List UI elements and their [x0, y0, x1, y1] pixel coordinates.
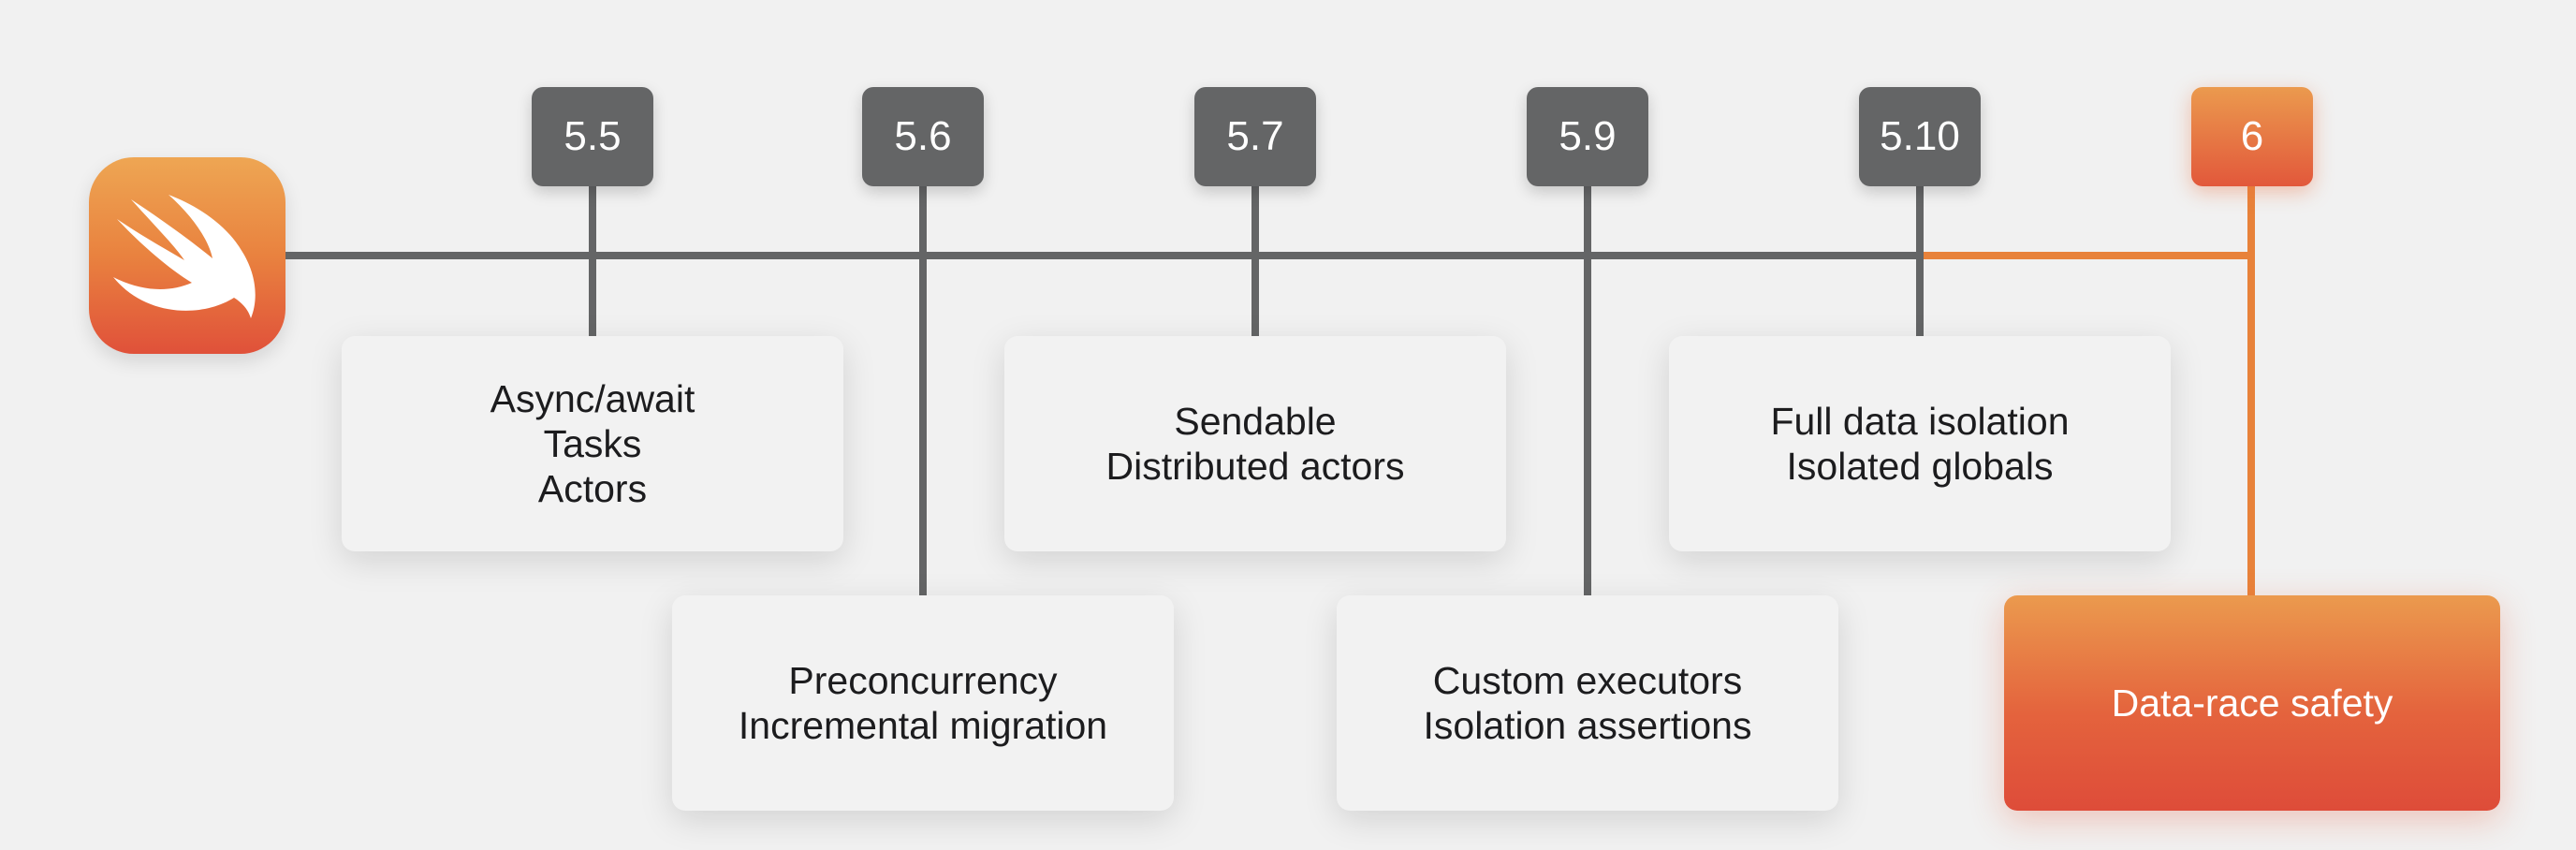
timeline-highlight-line [1920, 252, 2255, 259]
feature-line: Data-race safety [2111, 681, 2393, 725]
connector-6 [2247, 186, 2255, 595]
version-badge-5-9: 5.9 [1527, 87, 1648, 186]
swift-logo-icon [89, 157, 285, 354]
feature-line: Async/await [490, 377, 695, 420]
feature-line: Incremental migration [738, 704, 1108, 747]
feature-line: Custom executors [1432, 659, 1743, 702]
connector-5-6 [919, 186, 927, 595]
connector-5-5 [589, 186, 596, 336]
feature-line: Isolation assertions [1423, 704, 1752, 747]
feature-line: Tasks [543, 422, 642, 465]
feature-line: Preconcurrency [788, 659, 1058, 702]
feature-line: Actors [537, 467, 648, 510]
version-badge-5-5: 5.5 [532, 87, 653, 186]
version-badge-6: 6 [2191, 87, 2313, 186]
feature-line: Isolated globals [1786, 445, 2054, 488]
connector-5-10 [1916, 186, 1924, 336]
feature-card-5-5: Async/await Tasks Actors [342, 336, 843, 551]
version-badge-5-6: 5.6 [862, 87, 984, 186]
feature-card-5-7: Sendable Distributed actors [1004, 336, 1506, 551]
feature-card-6: Data-race safety [2004, 595, 2500, 811]
feature-card-5-9: Custom executors Isolation assertions [1337, 595, 1838, 811]
feature-line: Full data isolation [1770, 400, 2070, 443]
feature-card-5-10: Full data isolation Isolated globals [1669, 336, 2171, 551]
feature-line: Sendable [1174, 400, 1337, 443]
connector-5-7 [1251, 186, 1259, 336]
feature-line: Distributed actors [1105, 445, 1405, 488]
version-badge-5-10: 5.10 [1859, 87, 1981, 186]
timeline-main-line [285, 252, 1920, 259]
feature-card-5-6: Preconcurrency Incremental migration [672, 595, 1174, 811]
connector-5-9 [1584, 186, 1591, 595]
version-badge-5-7: 5.7 [1194, 87, 1316, 186]
